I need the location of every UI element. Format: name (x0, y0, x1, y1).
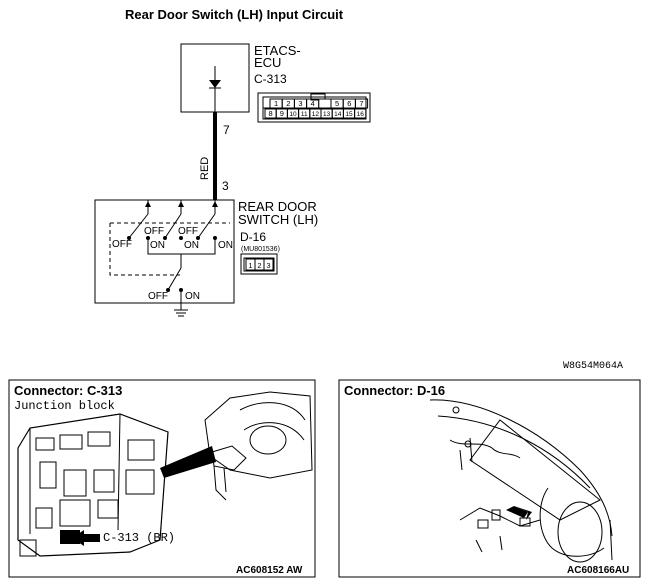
wire-color-label: RED (199, 157, 211, 180)
switch-connector-id: D-16 (240, 230, 266, 244)
ecu-wire-pin: 7 (223, 123, 230, 137)
ecu-label-line1: ETACS- (254, 43, 301, 58)
ecu-label-line2: ECU (254, 55, 281, 70)
connector-pin-number: 7 (359, 99, 363, 108)
connector-pin-cell (318, 98, 332, 109)
dashboard-illustration (160, 391, 313, 501)
connector-pin-number: 12 (312, 111, 320, 118)
ground-icon (174, 303, 188, 317)
connector-pin-number: 9 (280, 109, 284, 118)
state-off-2: OFF (178, 226, 198, 237)
connector-pin-number: 5 (335, 99, 339, 108)
switch-contacts (127, 213, 217, 303)
connector-pin-number: 1 (248, 261, 252, 270)
connector-pin-number: 14 (334, 111, 342, 118)
switch-label-line1: REAR DOOR (238, 199, 317, 214)
diagram-title: Rear Door Switch (LH) Input Circuit (125, 7, 344, 22)
junction-block-illustration: C-313 (BR) (17, 413, 175, 557)
state-off-left: OFF (112, 239, 132, 250)
state-off-bottom: OFF (148, 291, 168, 302)
connector-pin-number: 15 (345, 111, 353, 118)
panel-c313-title: Connector: C-313 (14, 383, 122, 398)
connector-panel-c313: Connector: C-313 Junction block C-313 (B… (8, 379, 316, 578)
panel-d16-title: Connector: D-16 (344, 383, 445, 398)
connector-pin-number: 11 (301, 111, 308, 118)
red-wire: 7 RED 3 (199, 112, 230, 200)
state-on-3: ON (218, 240, 233, 251)
connector-pin-number: 2 (257, 261, 261, 270)
panel-d16-code: AC608166AU (567, 565, 629, 576)
connector-pin-number: 13 (323, 111, 331, 118)
connector-pin-cell (354, 98, 369, 109)
state-on-bottom: ON (185, 291, 200, 302)
switch-wire-pin: 3 (222, 179, 229, 193)
ecu-connector-id: C-313 (254, 72, 287, 86)
connector-pin-number: 3 (298, 99, 302, 108)
connector-pin-number: 3 (266, 261, 270, 270)
connector-pin-number: 4 (311, 99, 315, 108)
switch-terminals (145, 200, 218, 214)
connector-pin-number: 16 (357, 111, 365, 118)
panel-c313-code: AC608152 AW (236, 565, 303, 576)
rear-door-switch: OFF OFF OFF ON ON ON OFF ON REAR DOOR SW… (94, 199, 318, 304)
connector-pin-number: 6 (347, 99, 351, 108)
diagram-code: W8G54M064A (563, 361, 623, 372)
vehicle-body-illustration (429, 399, 613, 563)
connector-pin-number: 10 (289, 111, 297, 118)
switch-part-number: (MU801536) (241, 246, 280, 253)
panel-c313-callout: C-313 (BR) (103, 531, 175, 545)
etacs-ecu: ETACS- ECU C-313 (180, 43, 301, 113)
panel-c313-subtitle: Junction block (14, 399, 115, 413)
state-on-1: ON (150, 240, 165, 251)
state-off-1: OFF (144, 226, 164, 237)
connector-pin-number: 8 (269, 109, 273, 118)
connector-pin-number: 1 (274, 99, 278, 108)
state-on-2: ON (184, 240, 199, 251)
connector-pin-cell (263, 258, 274, 271)
connector-panel-d16: Connector: D-16 AC608166AU (338, 379, 641, 578)
connector-pin-number: 2 (286, 99, 290, 108)
switch-label-line2: SWITCH (LH) (238, 212, 318, 227)
connector-pin-cell (354, 108, 367, 119)
